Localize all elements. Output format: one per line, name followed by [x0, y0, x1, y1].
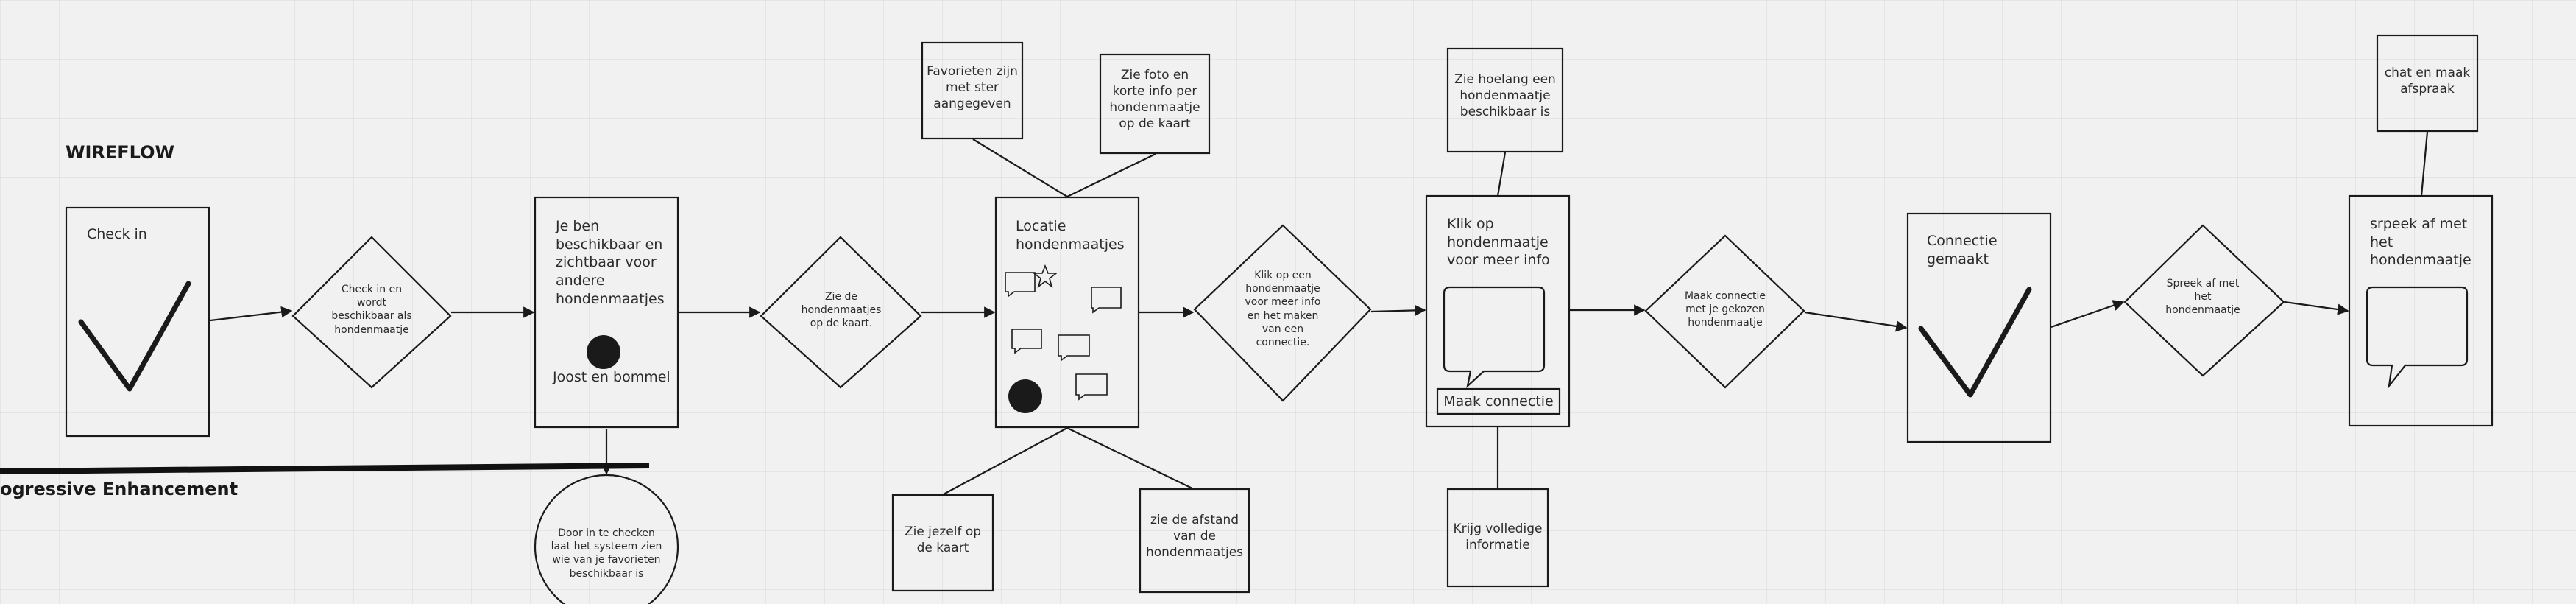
flow-arrow: [1370, 304, 1426, 317]
decision-checkin: [291, 236, 452, 389]
star-icon: [1032, 264, 1058, 289]
decision-connect: [1644, 234, 1805, 389]
avatar-dot-icon: [587, 335, 620, 369]
progressive-enhancement-heading: ogressive Enhancement: [0, 479, 238, 499]
screen-checkin-label: Check in: [87, 226, 147, 242]
chat-bubble-icon: [1443, 286, 1546, 389]
flow-arrow: [2284, 301, 2349, 315]
connector-line: [941, 427, 1068, 496]
decision-map-label: Zie de hondenmaatjes op de kaart.: [801, 291, 882, 330]
note-full-info-label: Krijg volledige informatie: [1453, 522, 1543, 553]
decision-map: [760, 236, 922, 389]
map-chat-icon: [1091, 287, 1122, 314]
connect-button-frame[interactable]: [1436, 387, 1561, 415]
note-photo-info-label: Zie foto en korte info per hondenmaatje …: [1109, 68, 1200, 132]
map-chat-icon: [1011, 329, 1042, 354]
note-favorites: [921, 41, 1024, 140]
flow-arrow: [1804, 311, 1908, 332]
screen-location: [994, 196, 1140, 429]
flow-arrow: [210, 306, 293, 322]
screen-available: [534, 196, 679, 429]
note-how-long: [1446, 47, 1564, 153]
connector-line: [1066, 153, 1156, 197]
screen-checkin: [65, 206, 210, 438]
flow-arrow: [2050, 300, 2125, 329]
wireflow-heading: WIREFLOW: [66, 142, 174, 163]
connector-line: [1496, 152, 1507, 197]
connector-line: [972, 138, 1068, 197]
screen-connected-label: Connectie gemaakt: [1927, 233, 1998, 267]
decision-checkin-label: Check in en wordt beschikbaar als honden…: [331, 284, 412, 336]
map-chat-icon: [1075, 373, 1108, 401]
note-distance: [1139, 488, 1250, 594]
screen-available-user: Joost en bommel: [553, 369, 670, 385]
note-door-check: [534, 474, 679, 604]
decision-appointment-label: Spreek af met het hondenmaatje: [2165, 278, 2240, 317]
screen-appointment: [2348, 194, 2494, 427]
section-divider: [0, 463, 650, 474]
note-how-long-label: Zie hoelang een hondenmaatje beschikbaar…: [1454, 72, 1556, 120]
screen-location-label: Locatie hondenmaatjes: [1016, 218, 1125, 253]
chat-bubble-icon: [2366, 286, 2469, 389]
note-yourself-label: Zie jezelf op de kaart: [904, 524, 982, 556]
note-chat-label: chat en maak afspraak: [2384, 66, 2471, 97]
checkmark-icon: [78, 281, 191, 392]
note-chat: [2376, 34, 2479, 133]
note-distance-label: zie de afstand van de hondenmaatjes: [1145, 513, 1244, 561]
screen-profile-label: Klik op hondenmaatje voor meer info: [1447, 216, 1550, 269]
connector-line: [2420, 131, 2429, 197]
decision-appointment: [2123, 224, 2285, 377]
connect-button[interactable]: Maak connectie: [1443, 393, 1554, 410]
note-door-check-label: Door in te checken laat het systeem zien…: [551, 527, 662, 580]
avatar-dot-icon: [1008, 379, 1042, 413]
decision-click-label: Klik op een hondenmaatje voor meer info …: [1245, 270, 1321, 348]
connector-line: [1066, 427, 1195, 490]
screen-connected: [1906, 212, 2052, 443]
note-favorites-label: Favorieten zijn met ster aangegeven: [927, 64, 1018, 112]
note-photo-info: [1099, 53, 1211, 155]
decision-click: [1193, 224, 1372, 402]
map-chat-icon: [1005, 272, 1036, 298]
screen-appointment-label: srpeek af met het hondenmaatje: [2370, 216, 2471, 269]
decision-connect-label: Maak connectie met je gekozen hondenmaat…: [1684, 290, 1766, 329]
map-chat-icon: [1058, 334, 1090, 362]
screen-available-label: Je ben beschikbaar en zichtbaar voor and…: [556, 218, 665, 307]
checkmark-icon: [1918, 287, 2032, 398]
